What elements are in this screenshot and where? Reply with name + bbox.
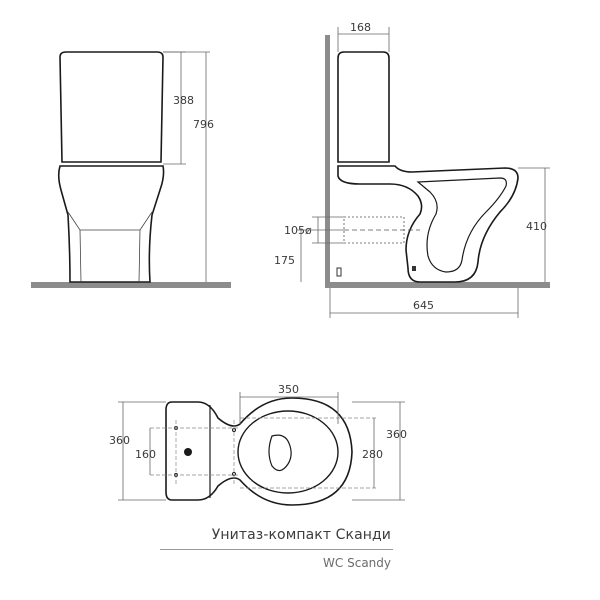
top-dim-350 bbox=[239, 392, 339, 424]
front-view: 388 796 bbox=[31, 51, 231, 288]
top-bowl-opening bbox=[268, 434, 292, 472]
side-floor-bolt bbox=[412, 266, 416, 271]
top-dim-350-label: 350 bbox=[278, 383, 299, 396]
front-dim-796 bbox=[163, 51, 210, 282]
top-dim-160-label: 160 bbox=[135, 448, 156, 461]
top-dim-360-right bbox=[352, 401, 405, 501]
top-dim-360-left-label: 360 bbox=[109, 434, 130, 447]
side-dim-645 bbox=[329, 288, 519, 318]
side-foot-bolt bbox=[336, 267, 342, 277]
front-bowl-outline bbox=[57, 165, 165, 283]
side-dim-105-label: 105ø bbox=[284, 224, 312, 237]
side-dim-410-label: 410 bbox=[526, 220, 547, 233]
front-tank-outline bbox=[59, 51, 164, 163]
front-pedestal-lines bbox=[67, 211, 153, 283]
side-dim-175 bbox=[296, 229, 344, 282]
top-mount-holes bbox=[174, 426, 236, 477]
front-dim-388 bbox=[163, 51, 186, 165]
top-flush-hole bbox=[184, 448, 192, 456]
top-dim-360-left bbox=[118, 401, 166, 501]
side-dim-410 bbox=[518, 167, 550, 282]
side-outlet-pipe bbox=[343, 216, 420, 244]
side-view: 168 105ø 175 410 645 bbox=[274, 21, 550, 318]
top-dim-360-right-label: 360 bbox=[386, 428, 407, 441]
top-dim-280-label: 280 bbox=[362, 448, 383, 461]
side-bowl-inner bbox=[416, 177, 507, 273]
front-dim-388-label: 388 bbox=[173, 94, 194, 107]
top-view: 350 360 160 280 360 bbox=[109, 383, 407, 506]
top-centre-lines bbox=[150, 417, 378, 489]
side-tank-outline bbox=[337, 51, 390, 163]
side-dim-168 bbox=[337, 27, 390, 52]
side-bowl-outline bbox=[337, 165, 519, 283]
side-dim-168-label: 168 bbox=[350, 21, 371, 34]
top-seat-outer bbox=[237, 410, 339, 494]
front-floor bbox=[31, 282, 231, 288]
top-outline bbox=[165, 397, 353, 506]
side-dim-175-label: 175 bbox=[274, 254, 295, 267]
front-dim-796-label: 796 bbox=[193, 118, 214, 131]
caption-divider bbox=[160, 549, 393, 550]
side-wall bbox=[325, 35, 330, 288]
side-dim-645-label: 645 bbox=[413, 299, 434, 312]
caption-title-ru: Унитаз-компакт Сканди bbox=[211, 527, 391, 543]
side-floor bbox=[325, 282, 550, 288]
caption-title-en: WC Scandy bbox=[323, 556, 391, 570]
